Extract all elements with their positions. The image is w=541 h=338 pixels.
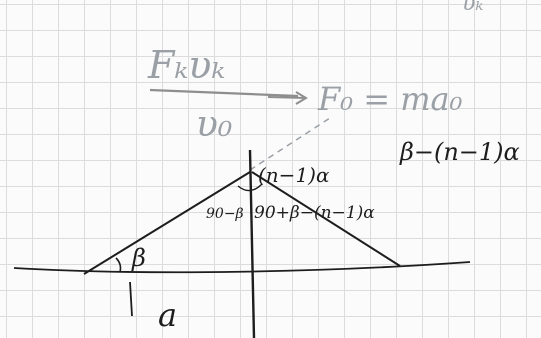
top-right-fragment: υₖ: [462, 0, 483, 16]
right-expression-label: β−(n−1)α: [399, 138, 520, 166]
base-length-label: a: [158, 296, 177, 334]
fraction-denominator: υ₀: [196, 104, 232, 145]
base-angle-arc: [115, 257, 122, 273]
implication-arrow: [267, 91, 308, 105]
base-tick: [129, 281, 133, 317]
triangle-right-side: [251, 171, 401, 267]
fraction-bar: [149, 88, 299, 98]
left-inner-angle-label: 90−β: [206, 206, 244, 222]
apex-angle-label: (n−1)α: [258, 163, 330, 187]
fraction-numerator: Fₖυₖ: [147, 43, 225, 87]
apex-angle-arc: [237, 183, 263, 192]
right-inner-angle-label: 90+β−(n−1)α: [254, 203, 375, 223]
base-angle-label: β: [131, 244, 146, 272]
newton-equation: F₀ = ma₀: [317, 80, 463, 118]
triangle-left-side: [83, 171, 251, 275]
vertical-axis: [248, 149, 256, 338]
ground-line: [13, 261, 471, 274]
dashed-extension-line: [249, 117, 331, 171]
